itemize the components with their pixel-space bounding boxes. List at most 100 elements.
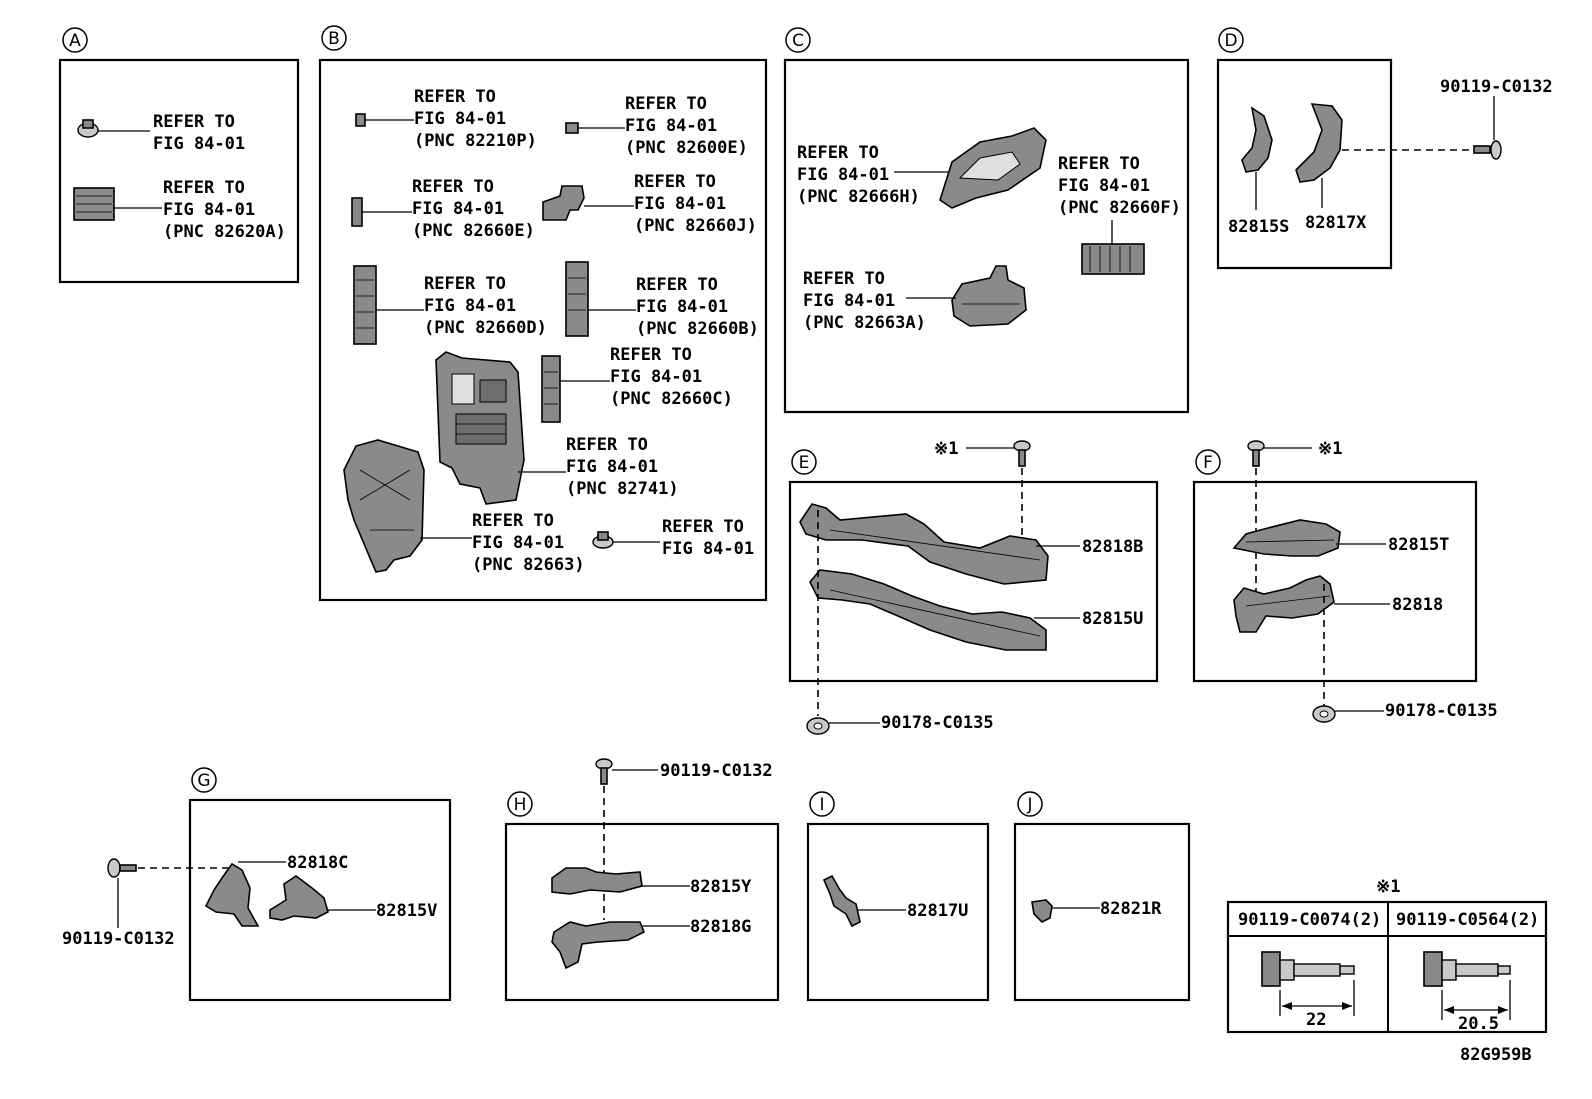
- ref-label: (PNC 82210P): [414, 131, 537, 151]
- ref-label: REFER TO: [163, 178, 245, 198]
- section-e: E ※1 82818B 82815U 90178-C0135: [788, 439, 1159, 735]
- section-i: I 82817U: [806, 791, 990, 1002]
- ref-label: (PNC 82600E): [625, 138, 748, 158]
- bracket-part-icon: [822, 874, 861, 928]
- fuse-part-icon: [355, 113, 366, 127]
- ref-label: FIG 84-01: [1058, 176, 1150, 196]
- part-number: 90119-C0132: [660, 761, 773, 781]
- ref-label: FIG 84-01: [163, 200, 255, 220]
- part-number: 82815S: [1228, 217, 1289, 237]
- section-h: H 90119-C0132 82815Y 82818G: [504, 758, 780, 1002]
- ref-label: (PNC 82660B): [636, 319, 759, 339]
- bolt-icon: [595, 758, 613, 785]
- note-mark: ※1: [1318, 439, 1342, 459]
- ref-label: REFER TO: [662, 517, 744, 537]
- relay-box-part-icon: [939, 127, 1047, 209]
- ref-label: (PNC 82660C): [610, 389, 733, 409]
- part-number: 90178-C0135: [881, 713, 994, 733]
- relay-block-part-icon: [73, 187, 115, 221]
- bolt-icon: [107, 858, 137, 878]
- ref-label: FIG 84-01: [153, 134, 245, 154]
- part-number: 82815V: [376, 901, 437, 921]
- note-table-mark: ※1: [1376, 877, 1400, 897]
- flange-bolt-icon: [1423, 951, 1511, 987]
- ref-label: REFER TO: [797, 143, 879, 163]
- bracket-part-icon: [799, 503, 1049, 585]
- section-g: G 90119-C0132 82818C 82815V: [62, 767, 452, 1002]
- part-number: 82815T: [1388, 535, 1449, 555]
- relay-part-icon: [351, 197, 363, 227]
- ref-label: REFER TO: [1058, 154, 1140, 174]
- ref-label: FIG 84-01: [803, 291, 895, 311]
- bracket-part-icon: [1233, 575, 1335, 633]
- section-j: J 82821R: [1013, 791, 1191, 1002]
- bracket-part-icon: [1241, 106, 1273, 173]
- ref-label: (PNC 82666H): [797, 187, 920, 207]
- connector-block-part-icon: [353, 265, 377, 345]
- note-table-col2-part: 90119-C0564(2): [1396, 910, 1539, 930]
- part-number: 82815U: [1082, 609, 1143, 629]
- part-number: 90178-C0135: [1385, 701, 1498, 721]
- ref-label: REFER TO: [472, 511, 554, 531]
- bracket-part-icon: [269, 875, 329, 921]
- ref-label: FIG 84-01: [610, 367, 702, 387]
- clip-part-icon: [1031, 899, 1053, 923]
- bracket-part-icon: [542, 185, 585, 221]
- bracket-part-icon: [1295, 103, 1343, 183]
- note-table-col2-dim: 20.5: [1458, 1014, 1499, 1034]
- bolt-icon: [1473, 140, 1502, 160]
- section-a: A REFER TO FIG 84-01 REFER TO FIG 84-01 …: [58, 27, 300, 284]
- bracket-part-icon: [551, 921, 646, 970]
- part-number: 82817U: [907, 901, 968, 921]
- bracket-part-icon: [343, 439, 425, 573]
- section-d: D 82815S 82817X 90119-C0132: [1216, 27, 1553, 270]
- ref-label: REFER TO: [803, 269, 885, 289]
- section-j-letter: J: [1026, 795, 1032, 815]
- section-e-frame: [788, 480, 1159, 683]
- ref-label: REFER TO: [636, 275, 718, 295]
- cover-part-icon: [951, 265, 1027, 327]
- ref-label: (PNC 82660J): [634, 216, 757, 236]
- nut-icon: [1312, 705, 1336, 723]
- clip-part-icon: [77, 119, 99, 138]
- section-d-letter: D: [1224, 31, 1237, 51]
- ref-label: REFER TO: [412, 177, 494, 197]
- nut-icon: [806, 717, 830, 735]
- section-c: C REFER TO FIG 84-01 (PNC 82666H) REFER …: [783, 27, 1190, 414]
- section-h-frame: [504, 822, 780, 1002]
- section-f-frame: [1192, 480, 1478, 683]
- ref-label: FIG 84-01: [797, 165, 889, 185]
- connector-block-part-icon: [1081, 243, 1145, 275]
- ref-label: FIG 84-01: [634, 194, 726, 214]
- junction-block-part-icon: [435, 351, 525, 505]
- section-c-frame: [783, 58, 1190, 414]
- note-table-col1-dim: 22: [1306, 1010, 1326, 1030]
- ref-label: REFER TO: [566, 435, 648, 455]
- section-d-frame: [1216, 58, 1393, 270]
- fuse-part-icon: [565, 122, 579, 134]
- figure-code: 82G959B: [1460, 1045, 1532, 1065]
- note-table: ※1 90119-C0074(2) 90119-C0564(2) 22 20.5: [1226, 877, 1548, 1034]
- ref-label: REFER TO: [610, 345, 692, 365]
- part-number: 82815Y: [690, 877, 752, 897]
- part-number: 82821R: [1100, 899, 1162, 919]
- section-a-frame: [58, 58, 300, 284]
- ref-label: FIG 84-01: [625, 116, 717, 136]
- ref-label: (PNC 82620A): [163, 222, 286, 242]
- part-number: 82818B: [1082, 537, 1143, 557]
- bracket-part-icon: [809, 569, 1047, 651]
- bracket-part-icon: [551, 867, 643, 895]
- ref-label: FIG 84-01: [566, 457, 658, 477]
- bracket-part-icon: [1232, 519, 1341, 557]
- part-number: 82817X: [1305, 213, 1367, 233]
- ref-label: REFER TO: [634, 172, 716, 192]
- note-table-col1-part: 90119-C0074(2): [1238, 910, 1381, 930]
- ref-label: (PNC 82663A): [803, 313, 926, 333]
- section-b: B REFER TO FIG 84-01 (PNC 82210P) REFER …: [318, 25, 768, 602]
- section-b-frame: [318, 58, 768, 602]
- section-h-letter: H: [514, 795, 527, 815]
- part-number: 90119-C0132: [1440, 77, 1553, 97]
- bracket-part-icon: [204, 862, 260, 927]
- bolt-icon: [1013, 440, 1031, 467]
